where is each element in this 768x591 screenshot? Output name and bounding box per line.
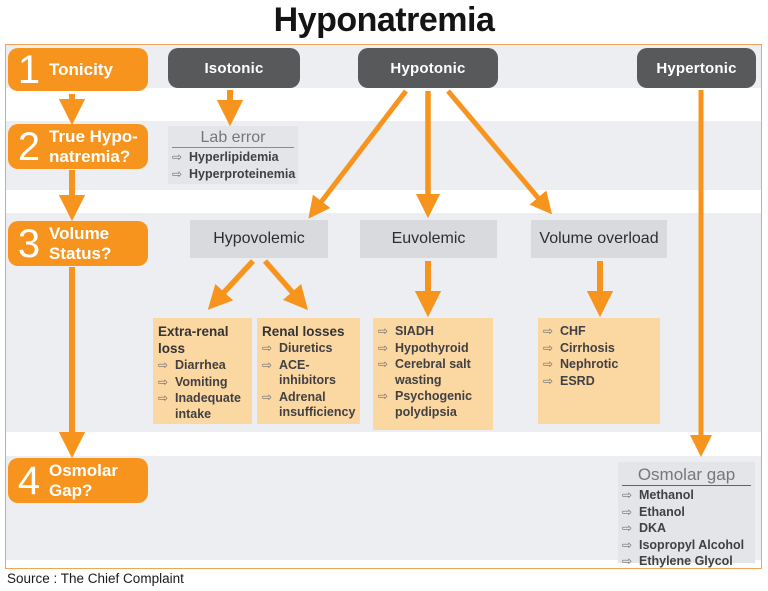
arrow-bullet-icon: ⇨	[622, 488, 633, 502]
list-item: ⇨ SIADH	[378, 324, 434, 338]
renal-losses-box: Renal losses ⇨ Diuretics ⇨ ACE-inhibitor…	[257, 318, 360, 424]
step-label: True Hypo- natremia?	[49, 127, 138, 166]
list-item: ⇨ Diuretics	[262, 341, 333, 355]
step-label: Osmolar Gap?	[49, 461, 118, 500]
cause-box-title: Renal losses	[262, 324, 345, 339]
list-item: ⇨ Isopropyl Alcohol	[622, 537, 745, 552]
arrow-bullet-icon: ⇨	[172, 166, 183, 181]
list-item: ⇨ DKA	[622, 521, 667, 535]
list-item: ⇨ Inadequate intake	[158, 391, 241, 421]
arrow-bullet-icon: ⇨	[262, 389, 273, 404]
volume-overload-box: Volume overload	[531, 220, 667, 258]
arrow-bullet-icon: ⇨	[543, 357, 554, 371]
extra-renal-loss-box: Extra-renal loss ⇨ Diarrhea ⇨ Vomiting ⇨…	[153, 318, 252, 424]
arrow-bullet-icon: ⇨	[158, 374, 169, 389]
step-3-volume-status: 3 Volume Status?	[8, 221, 148, 266]
list-item: ⇨ Psychogenic polydipsia	[378, 389, 473, 419]
list-item: ⇨ Methanol	[622, 488, 694, 502]
step-label: Tonicity	[49, 59, 113, 79]
tonicity-hypertonic-box: Hypertonic	[637, 48, 756, 88]
tonicity-isotonic-box: Isotonic	[168, 48, 300, 88]
overload-causes-box: ⇨ CHF ⇨ Cirrhosis ⇨ Nephrotic ⇨ ESRD	[538, 318, 660, 424]
tonicity-hypotonic-box: Hypotonic	[358, 48, 498, 88]
arrow-bullet-icon: ⇨	[622, 554, 633, 568]
arrow-bullet-icon: ⇨	[262, 357, 273, 372]
arrow-bullet-icon: ⇨	[378, 340, 389, 355]
step-number: 3	[17, 221, 41, 266]
list-item: ⇨ Cerebral salt wasting	[378, 357, 471, 387]
osmolar-gap-title: Osmolar gap	[622, 464, 751, 486]
step-label: Volume Status?	[49, 224, 112, 263]
volume-euvolemic-box: Euvolemic	[360, 220, 497, 258]
step-4-osmolar-gap: 4 Osmolar Gap?	[8, 458, 148, 503]
list-item: ⇨ Ethylene Glycol	[622, 554, 733, 568]
arrow-bullet-icon: ⇨	[158, 358, 169, 372]
lab-error-title: Lab error	[172, 128, 294, 148]
list-item: ⇨ CHF	[543, 324, 586, 338]
step-number: 4	[17, 458, 41, 503]
arrow-bullet-icon: ⇨	[172, 150, 183, 164]
page-title: Hyponatremia	[273, 1, 495, 39]
arrow-bullet-icon: ⇨	[543, 373, 554, 388]
list-item: ⇨ Vomiting	[158, 374, 228, 389]
list-item: ⇨ Cirrhosis	[543, 340, 615, 355]
list-item: ⇨ Hypothyroid	[378, 340, 469, 355]
arrow-bullet-icon: ⇨	[262, 341, 273, 355]
list-item: ⇨ Ethanol	[622, 504, 685, 519]
arrow-bullet-icon: ⇨	[158, 391, 169, 405]
step-1-tonicity: 1 Tonicity	[8, 48, 148, 91]
lab-error-panel: Lab error ⇨ Hyperlipidemia ⇨ Hyperprotei…	[168, 126, 298, 184]
arrow-bullet-icon: ⇨	[378, 357, 389, 371]
list-item: ⇨ Hyperlipidemia	[172, 150, 279, 164]
list-item: ⇨ Nephrotic	[543, 357, 619, 371]
source-credit: Source : The Chief Complaint	[7, 571, 184, 586]
step-2-true-hyponatremia: 2 True Hypo- natremia?	[8, 124, 148, 169]
cause-box-title: Extra-renal loss	[158, 324, 229, 356]
arrow-bullet-icon: ⇨	[622, 537, 633, 552]
euvolemic-causes-box: ⇨ SIADH ⇨ Hypothyroid ⇨ Cerebral salt wa…	[373, 318, 493, 430]
arrow-bullet-icon: ⇨	[543, 340, 554, 355]
osmolar-gap-panel: Osmolar gap ⇨ Methanol ⇨ Ethanol ⇨ DKA ⇨…	[618, 462, 755, 568]
step-number: 2	[17, 124, 41, 169]
arrow-bullet-icon: ⇨	[378, 389, 389, 403]
arrow-bullet-icon: ⇨	[378, 324, 389, 338]
arrow-bullet-icon: ⇨	[543, 324, 554, 338]
volume-hypovolemic-box: Hypovolemic	[190, 220, 328, 258]
list-item: ⇨ Hyperproteinemia	[172, 166, 296, 181]
step-number: 1	[17, 47, 41, 92]
list-item: ⇨ ESRD	[543, 373, 595, 388]
arrow-bullet-icon: ⇨	[622, 504, 633, 519]
list-item: ⇨ Diarrhea	[158, 358, 226, 372]
list-item: ⇨ ACE-inhibitors	[262, 357, 336, 388]
list-item: ⇨ Adrenal insufficiency	[262, 389, 356, 420]
diagram-frame	[5, 44, 762, 569]
arrow-bullet-icon: ⇨	[622, 521, 633, 535]
